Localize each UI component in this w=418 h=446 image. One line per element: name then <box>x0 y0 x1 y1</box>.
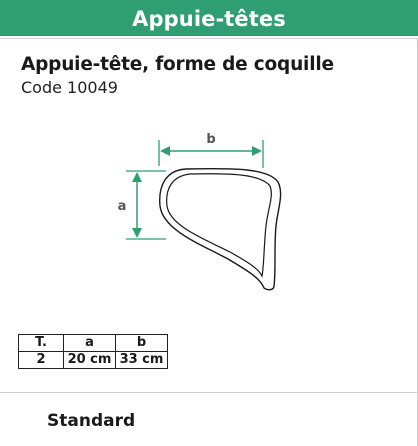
a-label: a <box>118 199 127 214</box>
size-table-header-size: T. <box>18 334 64 352</box>
headrest-outline-outer <box>159 167 282 291</box>
section-header: Appuie-têtes <box>0 0 418 36</box>
a-arrow-bottom <box>132 228 142 238</box>
b-label: b <box>206 132 215 147</box>
standard-label: Standard <box>47 411 136 431</box>
size-table: T. a b 2 20 cm 33 cm <box>18 334 168 369</box>
size-table-header-b: b <box>115 334 168 352</box>
product-title: Appuie-tête, forme de coquille <box>21 54 334 75</box>
size-table-cell-size: 2 <box>18 351 64 369</box>
a-arrow-top <box>132 172 142 182</box>
size-table-cell-a: 20 cm <box>63 351 116 369</box>
headrest-outline-inner <box>166 173 272 278</box>
headrest-diagram: b a <box>118 132 282 291</box>
section-title: Appuie-têtes <box>132 7 286 31</box>
product-code: Code 10049 <box>21 78 118 97</box>
size-table-cell-b: 33 cm <box>115 351 168 369</box>
size-table-header-a: a <box>63 334 116 352</box>
b-arrow-right <box>252 146 262 156</box>
b-arrow-left <box>160 146 170 156</box>
size-table-header-row: T. a b <box>18 334 168 352</box>
table-row: 2 20 cm 33 cm <box>18 351 168 369</box>
